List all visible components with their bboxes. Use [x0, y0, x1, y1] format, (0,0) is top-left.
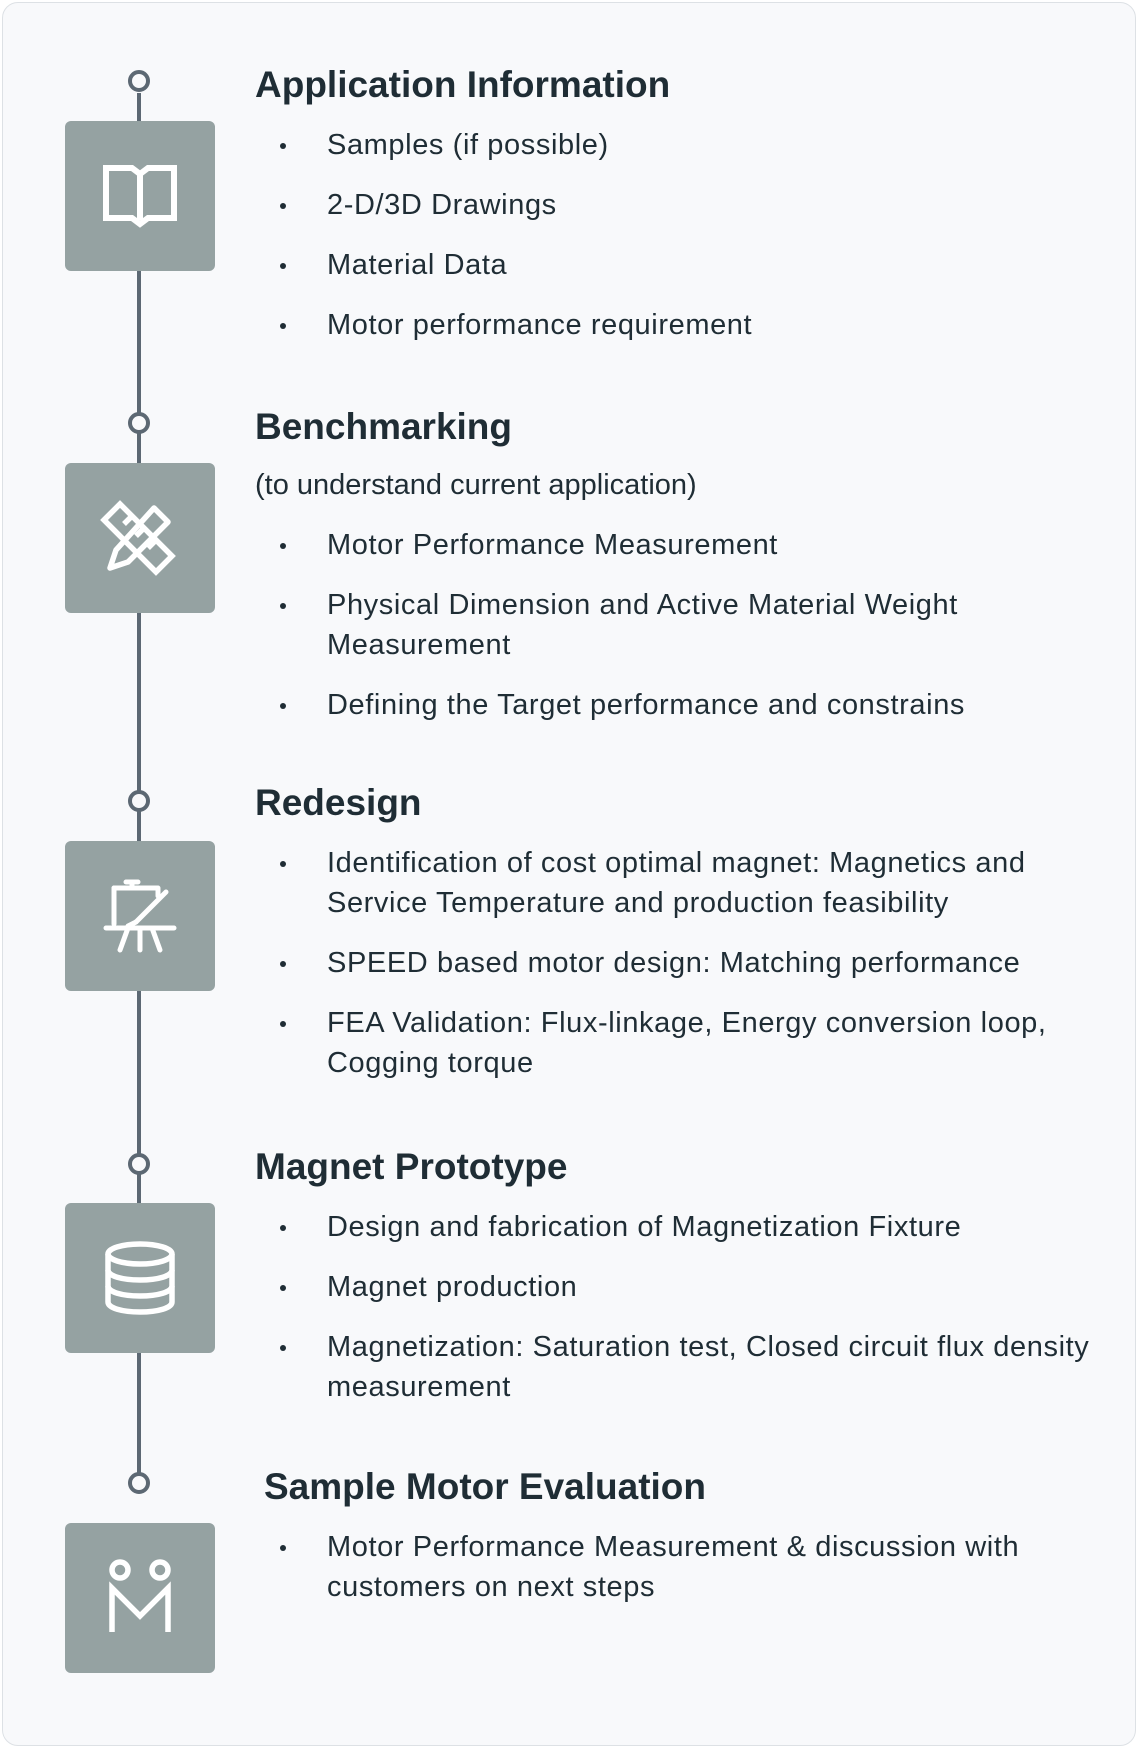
- step-icon-tile: [65, 841, 215, 991]
- timeline-node: [128, 70, 150, 92]
- step-title: Sample Motor Evaluation: [264, 1466, 707, 1507]
- list-item: Magnet production: [255, 1267, 1115, 1307]
- timeline-node: [128, 1472, 150, 1494]
- list-item: Defining the Target performance and cons…: [255, 685, 1115, 725]
- list-item: Motor performance requirement: [255, 305, 1115, 345]
- step-title: Redesign: [255, 782, 422, 823]
- list-item: Physical Dimension and Active Material W…: [255, 585, 1115, 665]
- timeline-node: [128, 412, 150, 434]
- step-sample-motor-evaluation: Sample Motor Evaluation Motor Performanc…: [264, 1465, 1124, 1627]
- list-item: Design and fabrication of Magnetization …: [255, 1207, 1115, 1247]
- timeline-node: [128, 790, 150, 812]
- list-item: Samples (if possible): [255, 125, 1115, 165]
- step-icon-tile: [65, 121, 215, 271]
- step-redesign: Redesign Identification of cost optimal …: [255, 781, 1115, 1103]
- list-item: Material Data: [255, 245, 1115, 285]
- list-item: FEA Validation: Flux-linkage, Energy con…: [255, 1003, 1115, 1083]
- step-title: Application Information: [255, 64, 671, 105]
- step-title: Magnet Prototype: [255, 1146, 568, 1187]
- list-item: Motor Performance Measurement: [255, 525, 1115, 565]
- easel-icon: [103, 879, 177, 953]
- step-benchmarking: Benchmarking (to understand current appl…: [255, 405, 1115, 745]
- list-item: SPEED based motor design: Matching perfo…: [255, 943, 1115, 983]
- step-subtitle: (to understand current application): [255, 469, 697, 501]
- book-icon: [103, 165, 177, 228]
- step-icon-tile: [65, 463, 215, 613]
- list-item: Identification of cost optimal magnet: M…: [255, 843, 1115, 923]
- step-application-information: Application Information Samples (if poss…: [255, 63, 1115, 365]
- step-magnet-prototype: Magnet Prototype Design and fabrication …: [255, 1145, 1115, 1427]
- step-icon-tile: [65, 1203, 215, 1353]
- timeline-line: [137, 93, 141, 1473]
- step-icon-tile: [65, 1523, 215, 1673]
- list-item: Motor Performance Measurement & discussi…: [255, 1527, 1124, 1607]
- step-title: Benchmarking: [255, 406, 513, 447]
- ruler-pencil-icon: [100, 500, 176, 576]
- database-icon: [105, 1241, 175, 1315]
- timeline-node: [128, 1153, 150, 1175]
- list-item: 2-D/3D Drawings: [255, 185, 1115, 225]
- people-icon: [109, 1559, 171, 1632]
- list-item: Magnetization: Saturation test, Closed c…: [255, 1327, 1115, 1407]
